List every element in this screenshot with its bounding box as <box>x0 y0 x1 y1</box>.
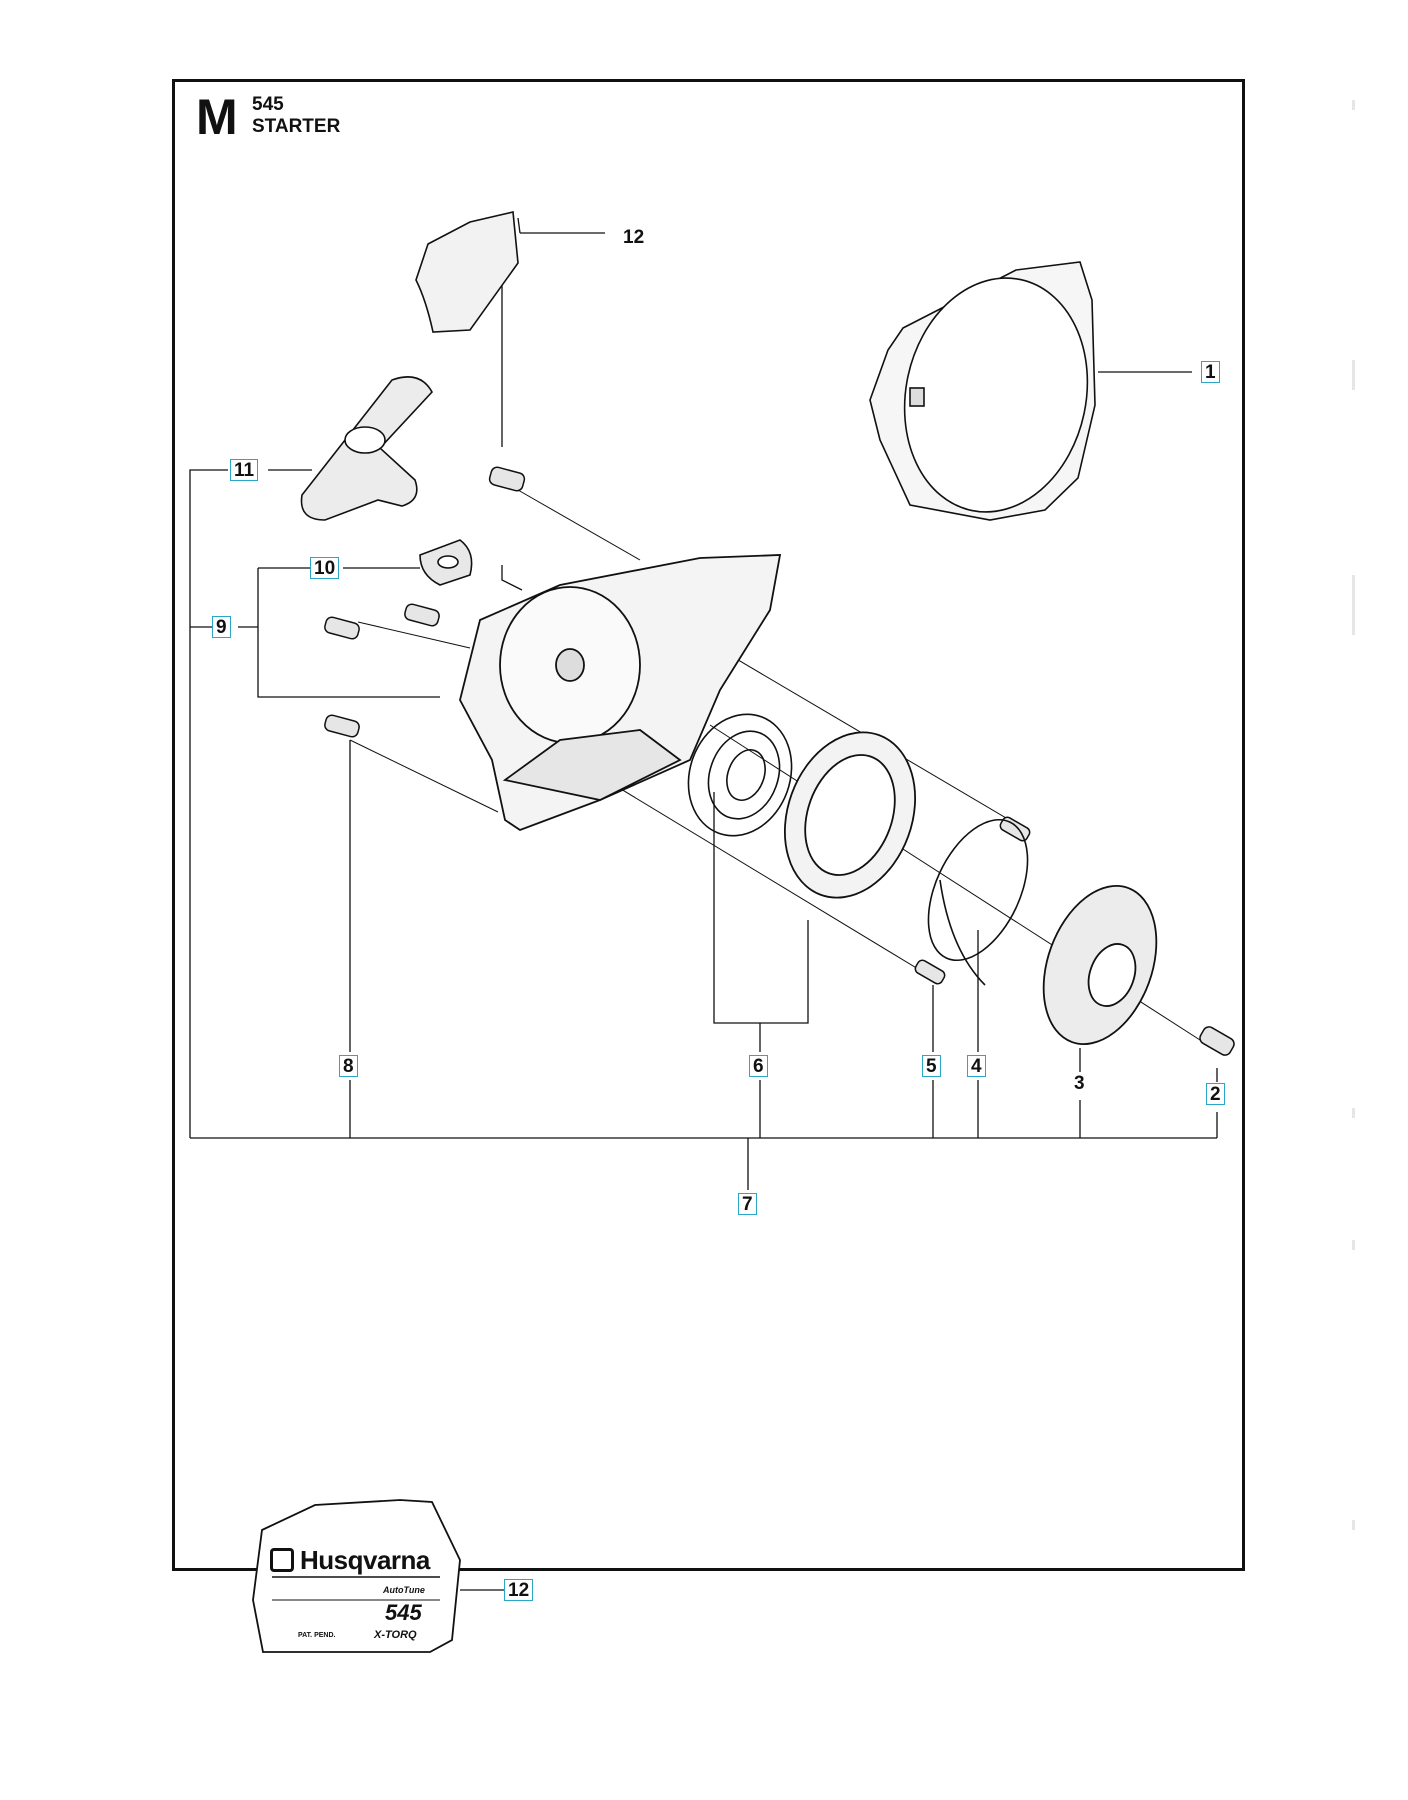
margin-mark <box>1352 1240 1355 1250</box>
callout-10[interactable]: 10 <box>310 557 340 579</box>
callout-11[interactable]: 11 <box>230 459 259 481</box>
section-letter: M <box>196 89 238 145</box>
rope-guide <box>419 539 473 586</box>
callout-12-bottom[interactable]: 12 <box>504 1579 534 1601</box>
recoil-spring <box>687 713 793 837</box>
decal-model-text: 545 <box>385 1600 422 1625</box>
callout-12-top[interactable]: 12 <box>623 227 645 248</box>
decal-brand-icon <box>270 1548 294 1572</box>
callout-8[interactable]: 8 <box>339 1055 358 1077</box>
decal-feature-text: AutoTune <box>383 1585 425 1595</box>
margin-mark <box>1352 575 1355 635</box>
drive-plate <box>1042 885 1158 1045</box>
margin-mark <box>1352 100 1355 110</box>
starter-housing <box>459 554 782 832</box>
decal-engine-text: X-TORQ <box>374 1629 417 1641</box>
decal-brand-text: Husqvarna <box>300 1545 430 1575</box>
callout-5[interactable]: 5 <box>922 1055 941 1077</box>
callout-9[interactable]: 9 <box>212 616 231 638</box>
callout-6[interactable]: 6 <box>749 1055 768 1077</box>
starter-cover <box>869 261 1096 521</box>
section-title: STARTER <box>252 116 341 137</box>
model-number: 545 <box>252 94 284 115</box>
callout-7[interactable]: 7 <box>738 1193 757 1215</box>
decal-patent-text: PAT. PEND. <box>298 1632 336 1639</box>
starter-handle <box>300 376 433 521</box>
decal-bottom <box>252 1499 461 1653</box>
margin-mark <box>1352 360 1355 390</box>
margin-mark <box>1352 1520 1355 1530</box>
margin-mark <box>1352 1108 1355 1118</box>
callout-1[interactable]: 1 <box>1201 361 1220 383</box>
callout-4[interactable]: 4 <box>967 1055 986 1077</box>
diagram-frame <box>172 79 1245 1571</box>
pulley-ring <box>783 731 917 899</box>
screws <box>324 466 1235 1056</box>
callout-2[interactable]: 2 <box>1206 1083 1225 1105</box>
callout-3[interactable]: 3 <box>1074 1073 1085 1094</box>
decal-top <box>415 211 519 333</box>
starter-rope <box>927 818 1029 986</box>
